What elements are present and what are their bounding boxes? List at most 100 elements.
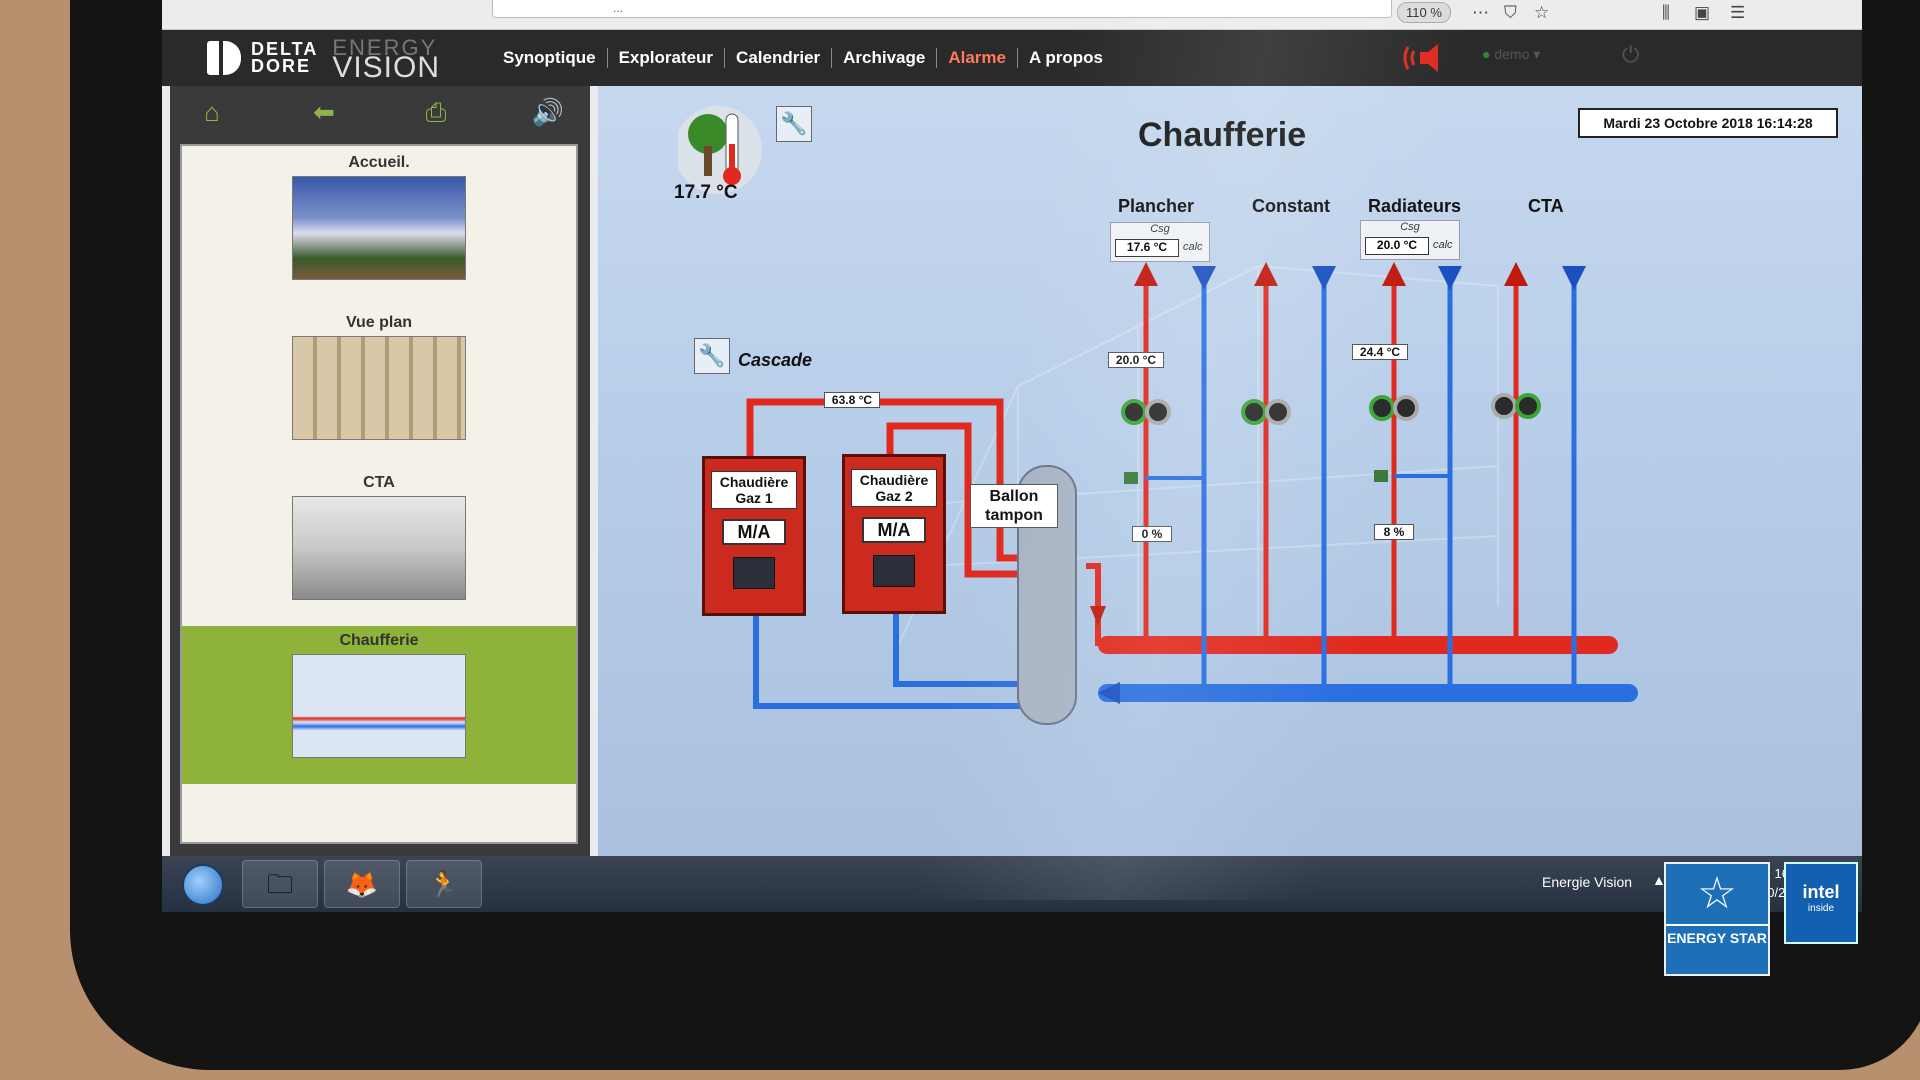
cold-return-pipe-2 [893,596,1028,687]
file-explorer-icon[interactable]: 🗀 [242,860,318,908]
setpoint-value: 17.6 °C [1115,239,1179,257]
current-datetime: Mardi 23 Octobre 2018 16:14:28 [1578,108,1838,138]
nav-calendrier[interactable]: Calendrier [725,48,833,68]
energie-vision-app-icon[interactable]: 🏃 [406,860,482,908]
alarm-speaker-icon[interactable] [1402,40,1448,76]
radiateurs-setpoint[interactable]: Csg 20.0 °C calc [1360,220,1460,260]
radiateurs-pump [1369,395,1419,421]
main-nav: Synoptique Explorateur Calendrier Archiv… [492,48,1114,68]
sound-icon[interactable]: 🔊 [531,97,565,127]
nav-explorateur[interactable]: Explorateur [608,48,726,68]
plancher-return-arrow [1192,266,1216,290]
app-header: DELTA DORE ENERGY VISION Synoptique Expl… [162,30,1862,86]
radiateurs-return-arrow [1438,266,1462,290]
circuit-label-radiateurs: Radiateurs [1368,196,1462,216]
cold-manifold [1098,684,1638,702]
nav-alarme[interactable]: Alarme [937,48,1018,68]
thumb-image-chaufferie [292,654,466,758]
boiler-onoff-button[interactable]: M/A [722,519,786,545]
nav-synoptique[interactable]: Synoptique [492,48,608,68]
hydraulic-diagram [741,262,1638,725]
plancher-setpoint[interactable]: Csg 17.6 °C calc [1110,222,1210,262]
outdoor-thermometer-icon [678,106,762,194]
firefox-icon[interactable]: 🦊 [324,860,400,908]
cold-return-pipe [753,596,1028,709]
buffer-tank [1017,465,1077,725]
screen: ... 110 % ⋯ ⛉ ☆ ⫼ ▣ ☰ DELTA DORE ENERGY … [162,0,1862,912]
setpoint-calc: calc [1183,241,1203,253]
boiler2-hot-pipe [886,422,1030,578]
settings-wrench-icon[interactable]: 🔧 [776,106,812,142]
chevron-down-icon: ▾ [1533,46,1541,62]
windows-taskbar: 🗀 🦊 🏃 Energie Vision ▲ 📶 🔊 16:14 23/10/2… [162,856,1862,912]
energy-star-sticker: ☆ ENERGY STAR [1664,862,1770,976]
thumb-vue-plan[interactable]: Vue plan [182,314,576,440]
user-name: demo [1494,46,1530,62]
page-title: Chaufferie [1138,116,1307,154]
tray-expand-icon[interactable]: ▲ [1652,872,1666,888]
hamburger-menu-icon[interactable]: ☰ [1730,3,1746,22]
pocket-icon[interactable]: ⛉ [1504,3,1517,22]
home-icon[interactable]: ⌂ [204,97,220,127]
circuit-label-cta: CTA [1528,196,1564,216]
plancher-supply-arrow [1134,262,1158,286]
nav-archivage[interactable]: Archivage [832,48,938,68]
radiateurs-valve-opening: 8 % [1374,524,1414,540]
boiler-name: Chaudière Gaz 1 [711,471,797,509]
boiler-display [733,557,775,589]
intel-label: intel [1802,882,1840,902]
plancher-supply-temp: 20.0 °C [1108,352,1164,368]
url-bar[interactable]: ... [492,0,1392,18]
radiateurs-valve-actuator [1374,470,1388,482]
logo-energy: ENERGY [332,35,438,60]
start-button[interactable] [182,864,224,906]
logo-mark-icon [207,41,241,75]
plancher-valve-opening: 0 % [1132,526,1172,542]
back-arrow-icon[interactable]: ⬅ [313,97,335,127]
building-background [897,264,1499,647]
cta-pump [1491,393,1541,419]
thumb-image-vue-plan [292,336,466,440]
thumb-image-cta [292,496,466,600]
delta-dore-logo: DELTA DORE ENERGY VISION [207,35,440,83]
constant-supply-arrow [1254,262,1278,286]
logo-vision: VISION [332,51,441,84]
thumb-chaufferie[interactable]: Chaufferie [182,626,576,784]
cascade-settings-icon[interactable]: 🔧 [694,338,730,374]
energy-star-icon: ☆ [1697,869,1737,918]
browser-toolbar: ... 110 % ⋯ ⛉ ☆ ⫼ ▣ ☰ [162,0,1862,30]
zoom-level[interactable]: 110 % [1397,2,1451,23]
view-thumbnail-list: Accueil. Vue plan CTA Chaufferie [180,144,578,844]
constant-pump [1241,399,1291,425]
boiler-onoff-button[interactable]: M/A [862,517,926,543]
cascade-hot-pipe [746,398,1030,562]
setpoint-title: Csg [1150,223,1170,235]
flow-arrow-down [1090,606,1106,626]
cta-supply-arrow [1504,262,1528,286]
print-icon[interactable]: ⎙ [425,97,447,127]
tray-app-name[interactable]: Energie Vision [1542,874,1633,890]
circuit-label-plancher: Plancher [1118,196,1195,216]
power-icon[interactable]: ⏻ [1622,42,1640,67]
thumb-cta[interactable]: CTA [182,474,576,600]
user-menu[interactable]: ● demo ▾ [1482,46,1540,63]
left-panel: ⌂ ⬅ ⎙ 🔊 Accueil. Vue plan CTA Chaufferie [170,86,590,856]
cascade-label: Cascade [738,350,813,370]
energy-star-label: ENERGY STAR [1666,924,1768,946]
thumb-label: Accueil. [348,154,410,171]
nav-a-propos[interactable]: A propos [1028,48,1103,67]
synoptic-view: 17.7 °C 🔧 Chaufferie Mardi 23 Octobre 20… [598,86,1862,856]
buffer-tank-label: Ballon tampon [970,484,1058,528]
more-icon[interactable]: ⋯ [1472,3,1489,22]
left-toolbar: ⌂ ⬅ ⎙ 🔊 [170,86,590,138]
plancher-pump [1121,399,1171,425]
library-icon[interactable]: ⫼ [1662,3,1670,22]
flow-arrow-left [1098,682,1120,704]
circuit-label-constant: Constant [1252,196,1330,216]
thumb-accueil[interactable]: Accueil. [182,154,576,280]
sidebar-icon[interactable]: ▣ [1694,3,1711,22]
boiler-gaz-1: Chaudière Gaz 1 M/A [702,456,806,616]
radiateurs-supply-temp: 24.4 °C [1352,344,1408,360]
thumb-label: Chaufferie [339,632,419,649]
star-icon[interactable]: ☆ [1534,3,1550,22]
